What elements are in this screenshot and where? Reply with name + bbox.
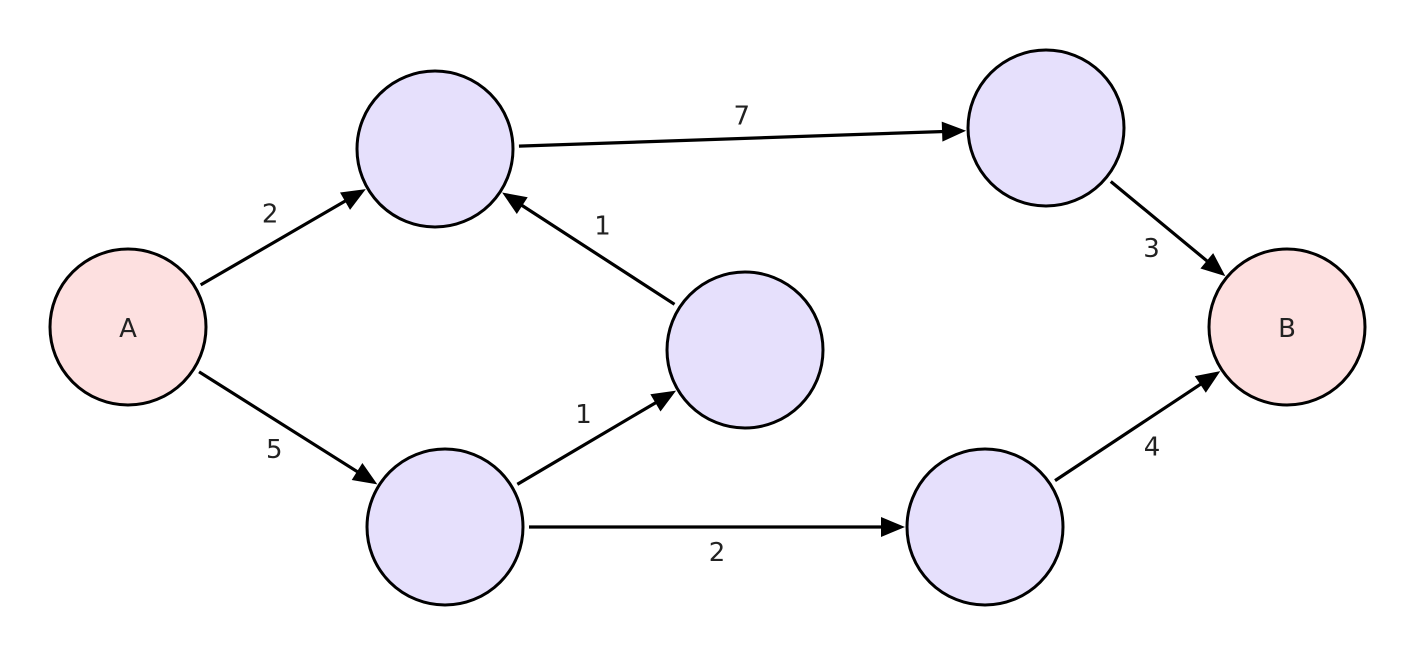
- edge-line: [519, 203, 676, 306]
- node-n3: [665, 270, 825, 430]
- edge-weight-label: 7: [733, 101, 750, 131]
- arrowhead-icon: [650, 390, 677, 412]
- edges-layer: 2 5 1 1 7 2 3 4: [198, 101, 1226, 568]
- edge-n3-to-n1: 1: [502, 192, 676, 306]
- edge-weight-label: 2: [262, 200, 279, 230]
- edge-weight-label: 4: [1144, 433, 1161, 463]
- node-label: A: [119, 314, 137, 344]
- edge-line: [518, 129, 945, 148]
- edge-a-to-n2: 5: [198, 370, 378, 485]
- node-n1: [355, 69, 515, 229]
- node-circle: [1207, 247, 1367, 407]
- node-n4: [966, 48, 1126, 208]
- edge-weight-label: 5: [266, 435, 283, 465]
- edge-n4-to-b: 3: [1109, 180, 1226, 277]
- node-circle: [905, 447, 1065, 607]
- edge-line: [1109, 180, 1210, 264]
- arrowhead-icon: [1194, 371, 1221, 393]
- node-n5: [905, 447, 1065, 607]
- edge-weight-label: 1: [575, 400, 592, 430]
- edge-n5-to-b: 4: [1054, 371, 1221, 482]
- node-circle: [365, 447, 525, 607]
- node-circle: [48, 247, 208, 407]
- edge-a-to-n1: 2: [199, 189, 366, 287]
- node-a: A: [48, 247, 208, 407]
- node-n2: [365, 447, 525, 607]
- edge-weight-label: 3: [1143, 234, 1160, 264]
- arrowhead-icon: [351, 463, 378, 485]
- edge-weight-label: 2: [709, 538, 726, 568]
- arrowhead-icon: [941, 121, 967, 142]
- node-circle: [665, 270, 825, 430]
- edge-line: [199, 198, 348, 287]
- edge-n1-to-n4: 7: [518, 101, 967, 148]
- arrowhead-icon: [1200, 253, 1226, 277]
- edge-line: [1054, 381, 1203, 482]
- arrowhead-icon: [502, 192, 528, 214]
- edge-n2-to-n5: 2: [529, 517, 905, 568]
- arrowhead-icon: [340, 189, 366, 210]
- edge-weight-label: 1: [594, 212, 611, 242]
- edge-line: [516, 400, 658, 486]
- node-circle: [355, 69, 515, 229]
- edge-n2-to-n3: 1: [516, 390, 677, 486]
- node-label: B: [1278, 314, 1296, 344]
- node-circle: [966, 48, 1126, 208]
- arrowhead-icon: [881, 517, 905, 537]
- edge-line: [198, 370, 360, 474]
- node-b: B: [1207, 247, 1367, 407]
